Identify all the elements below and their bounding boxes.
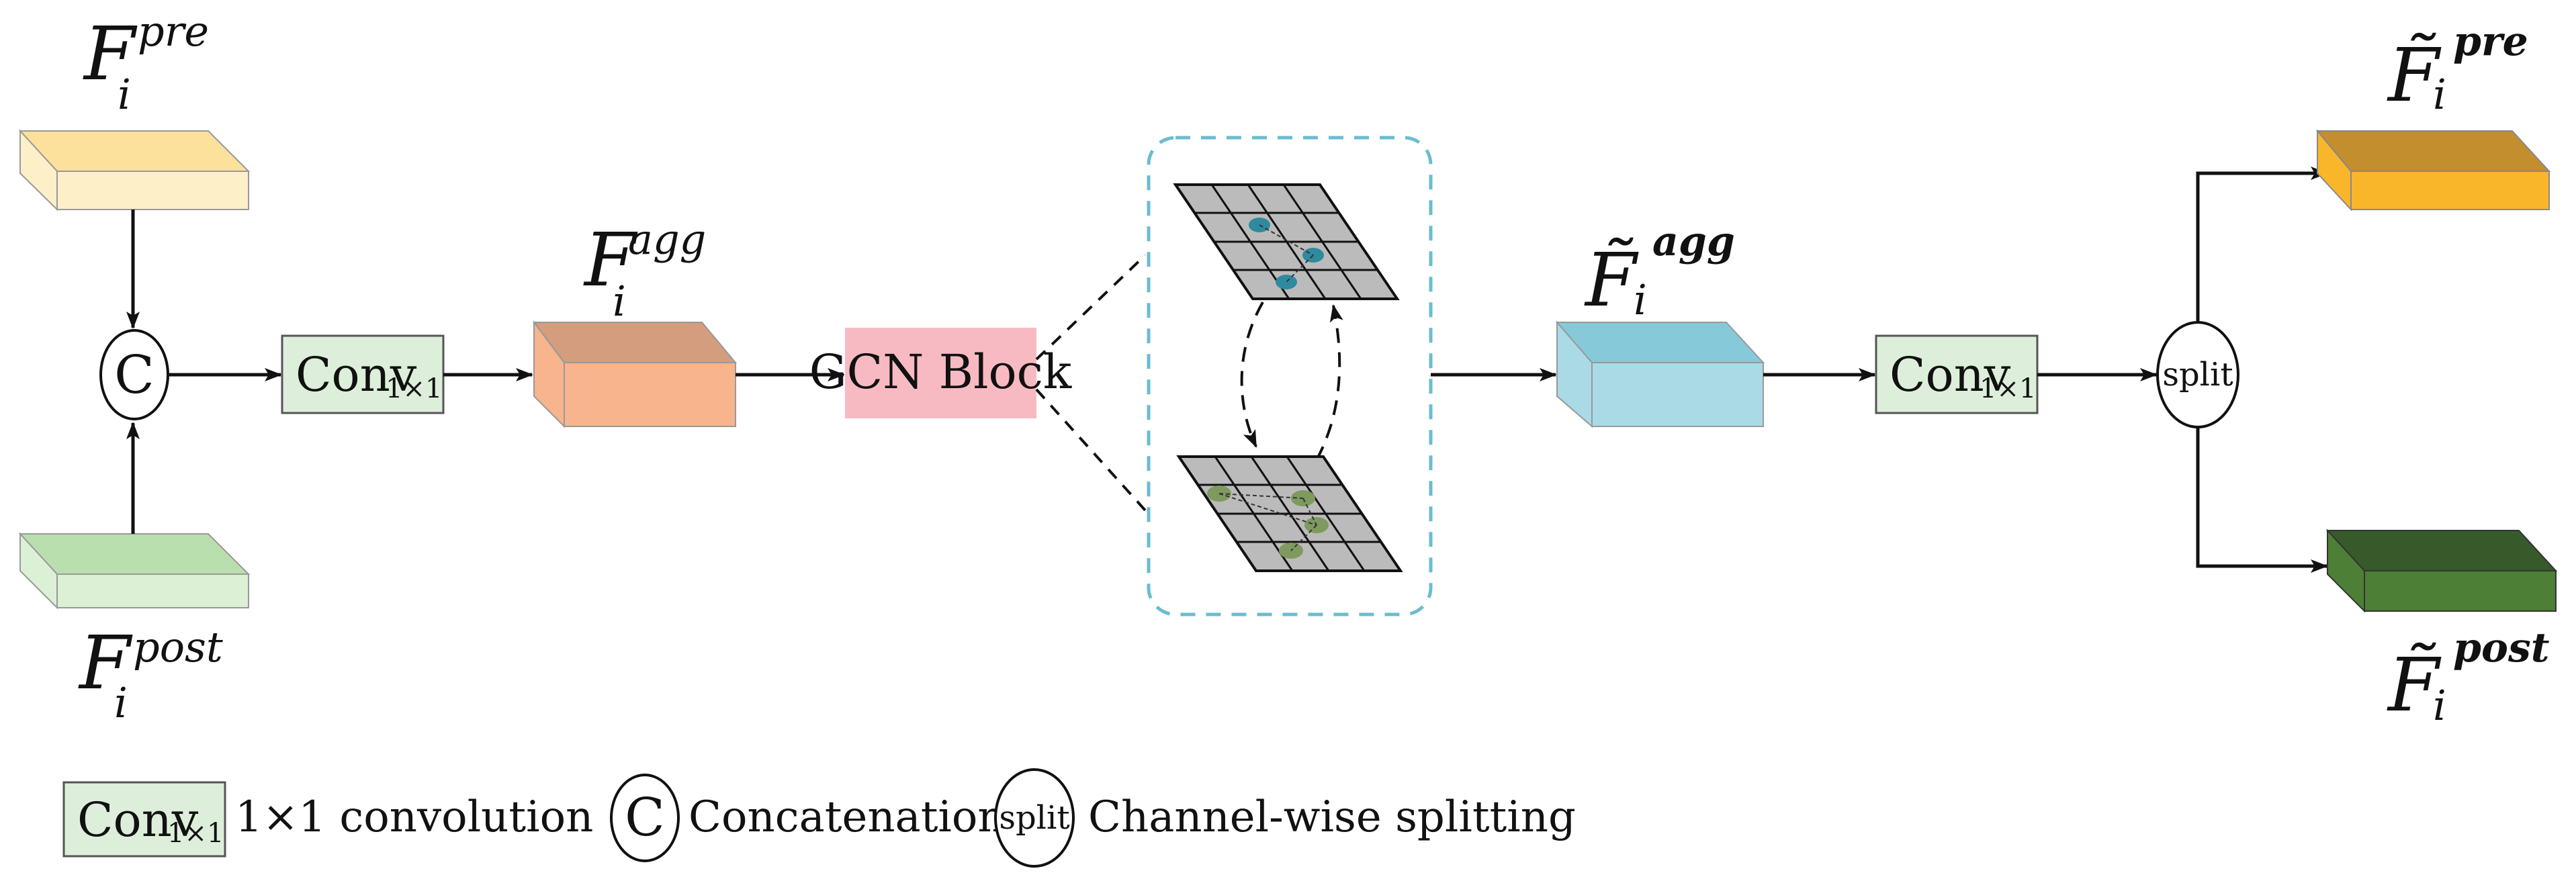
f-post-label: F i post <box>78 620 223 727</box>
zoom-line-bottom <box>1035 388 1147 512</box>
svg-text:F̃: F̃ <box>1584 237 1639 323</box>
svg-text:i: i <box>1634 275 1647 324</box>
svg-text:pre: pre <box>2453 18 2528 65</box>
svg-text:C: C <box>625 788 665 848</box>
f-post-block-face <box>56 573 249 608</box>
svg-text:F̃: F̃ <box>2387 32 2442 118</box>
svg-text:F: F <box>583 217 638 303</box>
legend-concat: C Concatenation <box>610 774 1006 862</box>
gcn-detail-frame <box>1147 136 1433 616</box>
legend-split: split Channel-wise splitting <box>994 768 1576 868</box>
svg-text:Conv: Conv <box>77 792 199 847</box>
graph-flow-up <box>1315 304 1343 461</box>
graph-node-blue-3 <box>1276 275 1297 289</box>
svg-text:i: i <box>2433 681 2446 730</box>
svg-text:C: C <box>114 345 154 406</box>
f-pre-tilde-block <box>2315 129 2551 212</box>
svg-text:Channel-wise splitting: Channel-wise splitting <box>1088 792 1576 842</box>
conv-block-1: Conv 1×1 <box>281 334 445 414</box>
svg-text:Concatenation: Concatenation <box>689 792 1006 842</box>
svg-text:i: i <box>118 70 131 119</box>
f-pre-tilde-label: F̃ i pre <box>2387 18 2528 119</box>
svg-text:F: F <box>78 620 133 706</box>
f-post-tilde-label: F̃ i post <box>2387 625 2550 730</box>
svg-text:post: post <box>133 623 223 672</box>
svg-text:Conv: Conv <box>1890 347 2011 402</box>
svg-text:1×1: 1×1 <box>1980 373 2036 404</box>
f-post-tilde-block <box>2325 528 2558 613</box>
legend-conv: Conv 1×1 1×1 convolution <box>62 781 593 858</box>
svg-text:split: split <box>2162 356 2233 394</box>
svg-text:i: i <box>114 678 128 727</box>
svg-text:F̃: F̃ <box>2387 642 2442 728</box>
f-pre-block-top <box>18 130 251 172</box>
legend: Conv 1×1 1×1 convolution C Concatenation… <box>62 768 1576 868</box>
arrow-split-to-post-tilde <box>2196 427 2328 573</box>
f-pre-block <box>18 129 251 212</box>
zoom-line-top <box>1035 254 1147 361</box>
gcn-block: GCN Block <box>809 328 1072 418</box>
svg-text:pre: pre <box>138 7 209 56</box>
f-agg-tilde-block <box>1555 320 1765 428</box>
svg-text:GCN Block: GCN Block <box>809 344 1072 400</box>
f-post-block <box>18 532 251 610</box>
f-agg-label: F i agg <box>583 215 706 326</box>
f-post-block-top <box>18 533 251 575</box>
graph-grid-bottom <box>1176 455 1403 572</box>
svg-text:1×1: 1×1 <box>386 373 442 404</box>
f-agg-tilde-label: F̃ i agg <box>1584 218 1735 324</box>
svg-text:i: i <box>613 277 626 326</box>
svg-text:split: split <box>999 799 1069 837</box>
svg-text:i: i <box>2433 70 2446 119</box>
svg-text:agg: agg <box>628 215 706 264</box>
graph-flow-down <box>1240 302 1264 448</box>
svg-text:F: F <box>83 11 138 97</box>
svg-text:Conv: Conv <box>296 347 417 402</box>
split-node: split <box>2156 321 2239 428</box>
f-agg-block <box>533 320 738 428</box>
concat-node: C <box>99 329 169 420</box>
svg-text:post: post <box>2453 625 2550 672</box>
conv-block-2: Conv 1×1 <box>1875 334 2039 414</box>
graph-grid-top <box>1173 183 1400 300</box>
svg-text:1×1 convolution: 1×1 convolution <box>235 792 593 842</box>
arrow-split-to-pre-tilde <box>2196 167 2328 322</box>
f-pre-block-face <box>56 171 249 210</box>
f-pre-label: F i pre <box>83 7 209 119</box>
svg-text:1×1: 1×1 <box>167 818 224 849</box>
svg-text:agg: agg <box>1652 218 1735 265</box>
